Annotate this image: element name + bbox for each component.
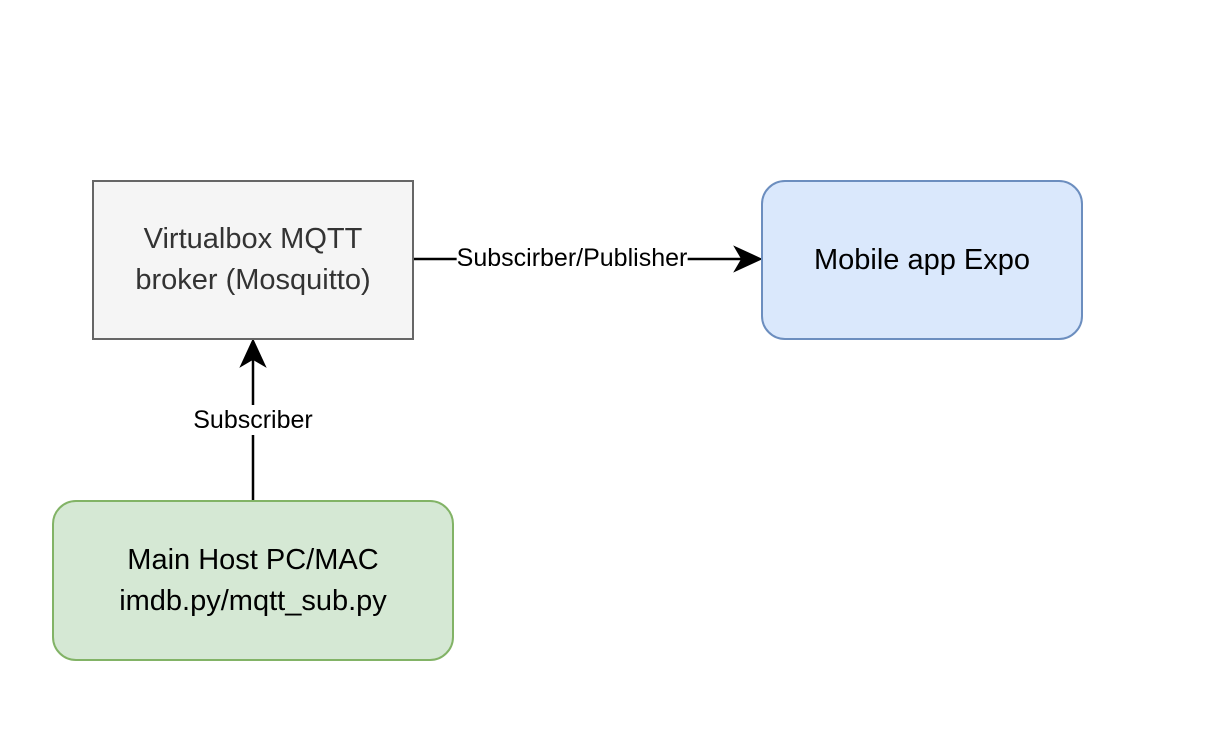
node-mqtt-broker-text: Virtualbox MQTT broker (Mosquitto) <box>135 219 370 301</box>
node-mobile-app-text: Mobile app Expo <box>814 240 1030 281</box>
node-main-host-label-line1: Main Host PC/MAC <box>127 543 379 576</box>
node-mqtt-broker-label-line1: Virtualbox MQTT <box>143 223 363 255</box>
node-main-host[interactable]: Main Host PC/MAC imdb.py/mqtt_sub.py <box>52 500 454 661</box>
node-mqtt-broker-label-line2: broker (Mosquitto) <box>135 264 371 296</box>
arrowhead-up-icon <box>239 338 267 368</box>
node-mobile-app[interactable]: Mobile app Expo <box>761 180 1083 340</box>
node-mqtt-broker[interactable]: Virtualbox MQTT broker (Mosquitto) <box>92 180 414 340</box>
arrowhead-right-icon <box>733 245 763 273</box>
node-mobile-app-label: Mobile app Expo <box>813 243 1031 276</box>
node-main-host-text: Main Host PC/MAC imdb.py/mqtt_sub.py <box>119 540 387 622</box>
edge-label-subscriber-publisher: Subscirber/Publisher <box>456 243 688 273</box>
node-main-host-label-line2: imdb.py/mqtt_sub.py <box>119 584 387 617</box>
edge-label-subscriber: Subscriber <box>193 405 313 435</box>
